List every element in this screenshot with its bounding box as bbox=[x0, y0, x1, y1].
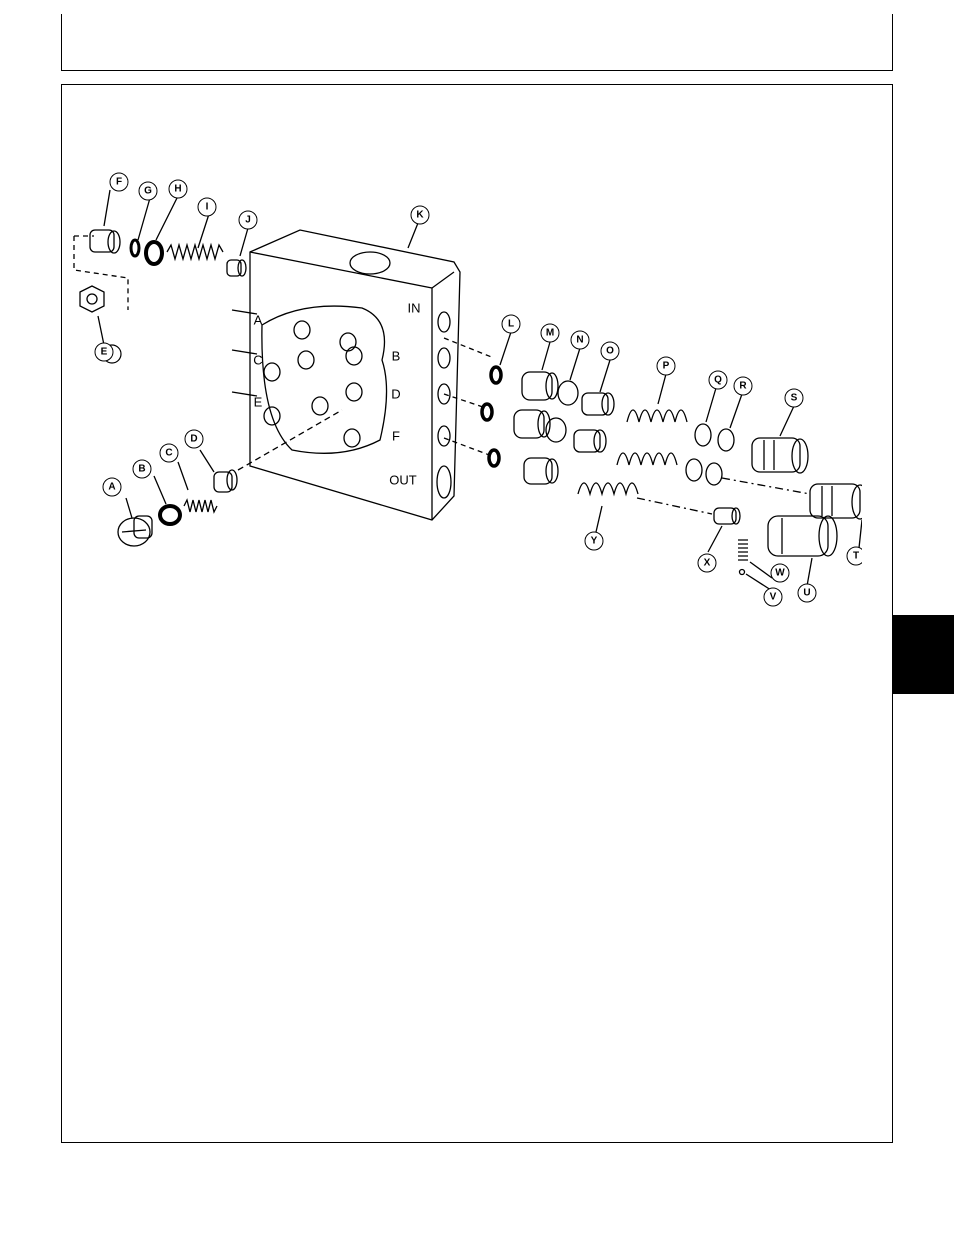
port-label-out: OUT bbox=[389, 473, 417, 488]
callout-v: V bbox=[763, 587, 783, 607]
svg-text:J: J bbox=[245, 215, 251, 226]
exploded-valve-diagram: IN A B C D E F OUT A B C D E F G H I J K… bbox=[73, 172, 862, 607]
port-label-f: F bbox=[392, 429, 400, 444]
callout-y: Y bbox=[584, 531, 604, 551]
callout-f: F bbox=[109, 172, 129, 192]
port-label-in: IN bbox=[408, 301, 421, 316]
callout-o: O bbox=[600, 341, 620, 361]
callout-n: N bbox=[570, 330, 590, 350]
port-label-a: A bbox=[254, 313, 263, 328]
callout-t: T bbox=[846, 546, 862, 566]
port-label-e: E bbox=[254, 395, 263, 410]
figure-frame bbox=[61, 84, 893, 1143]
port-label-d: D bbox=[391, 387, 400, 402]
valve-body bbox=[249, 229, 461, 521]
callout-q: Q bbox=[708, 370, 728, 390]
svg-text:G: G bbox=[144, 186, 152, 197]
svg-text:N: N bbox=[576, 335, 583, 346]
callout-u: U bbox=[797, 583, 817, 603]
svg-text:T: T bbox=[853, 551, 859, 562]
callout-b: B bbox=[132, 459, 152, 479]
callout-m: M bbox=[540, 323, 560, 343]
callout-h: H bbox=[168, 179, 188, 199]
svg-text:D: D bbox=[190, 434, 197, 445]
callout-k: K bbox=[410, 205, 430, 225]
cover-plate bbox=[261, 305, 388, 454]
svg-text:U: U bbox=[803, 588, 810, 599]
svg-text:V: V bbox=[770, 592, 777, 603]
callout-c: C bbox=[159, 443, 179, 463]
port-label-c: C bbox=[253, 353, 262, 368]
svg-text:R: R bbox=[739, 381, 747, 392]
callout-e: E bbox=[94, 342, 114, 362]
callout-i: I bbox=[197, 197, 217, 217]
svg-text:L: L bbox=[508, 319, 514, 330]
svg-text:S: S bbox=[791, 393, 798, 404]
section-thumb-tab bbox=[893, 615, 954, 694]
port-label-b: B bbox=[392, 349, 401, 364]
svg-text:A: A bbox=[108, 482, 115, 493]
callout-x: X bbox=[697, 553, 717, 573]
svg-text:E: E bbox=[101, 347, 108, 358]
svg-text:Q: Q bbox=[714, 375, 722, 386]
svg-text:H: H bbox=[174, 184, 181, 195]
callout-s: S bbox=[784, 388, 804, 408]
callout-a: A bbox=[102, 477, 122, 497]
callout-j: J bbox=[238, 210, 258, 230]
callout-group: A B C D E F G H I J K L M N O P Q R S T … bbox=[94, 172, 862, 607]
callout-l: L bbox=[501, 314, 521, 334]
callout-p: P bbox=[656, 356, 676, 376]
svg-text:O: O bbox=[606, 346, 614, 357]
callout-r: R bbox=[733, 376, 753, 396]
svg-text:M: M bbox=[546, 328, 554, 339]
svg-text:P: P bbox=[663, 361, 670, 372]
svg-text:X: X bbox=[704, 558, 711, 569]
callout-d: D bbox=[184, 429, 204, 449]
svg-text:I: I bbox=[206, 202, 209, 213]
callout-g: G bbox=[138, 181, 158, 201]
svg-text:K: K bbox=[416, 210, 424, 221]
svg-text:C: C bbox=[165, 448, 172, 459]
svg-text:Y: Y bbox=[591, 536, 598, 547]
callout-w: W bbox=[770, 563, 790, 583]
header-frame bbox=[61, 14, 893, 71]
svg-text:F: F bbox=[116, 177, 122, 188]
svg-text:B: B bbox=[138, 464, 145, 475]
svg-text:W: W bbox=[775, 568, 785, 579]
